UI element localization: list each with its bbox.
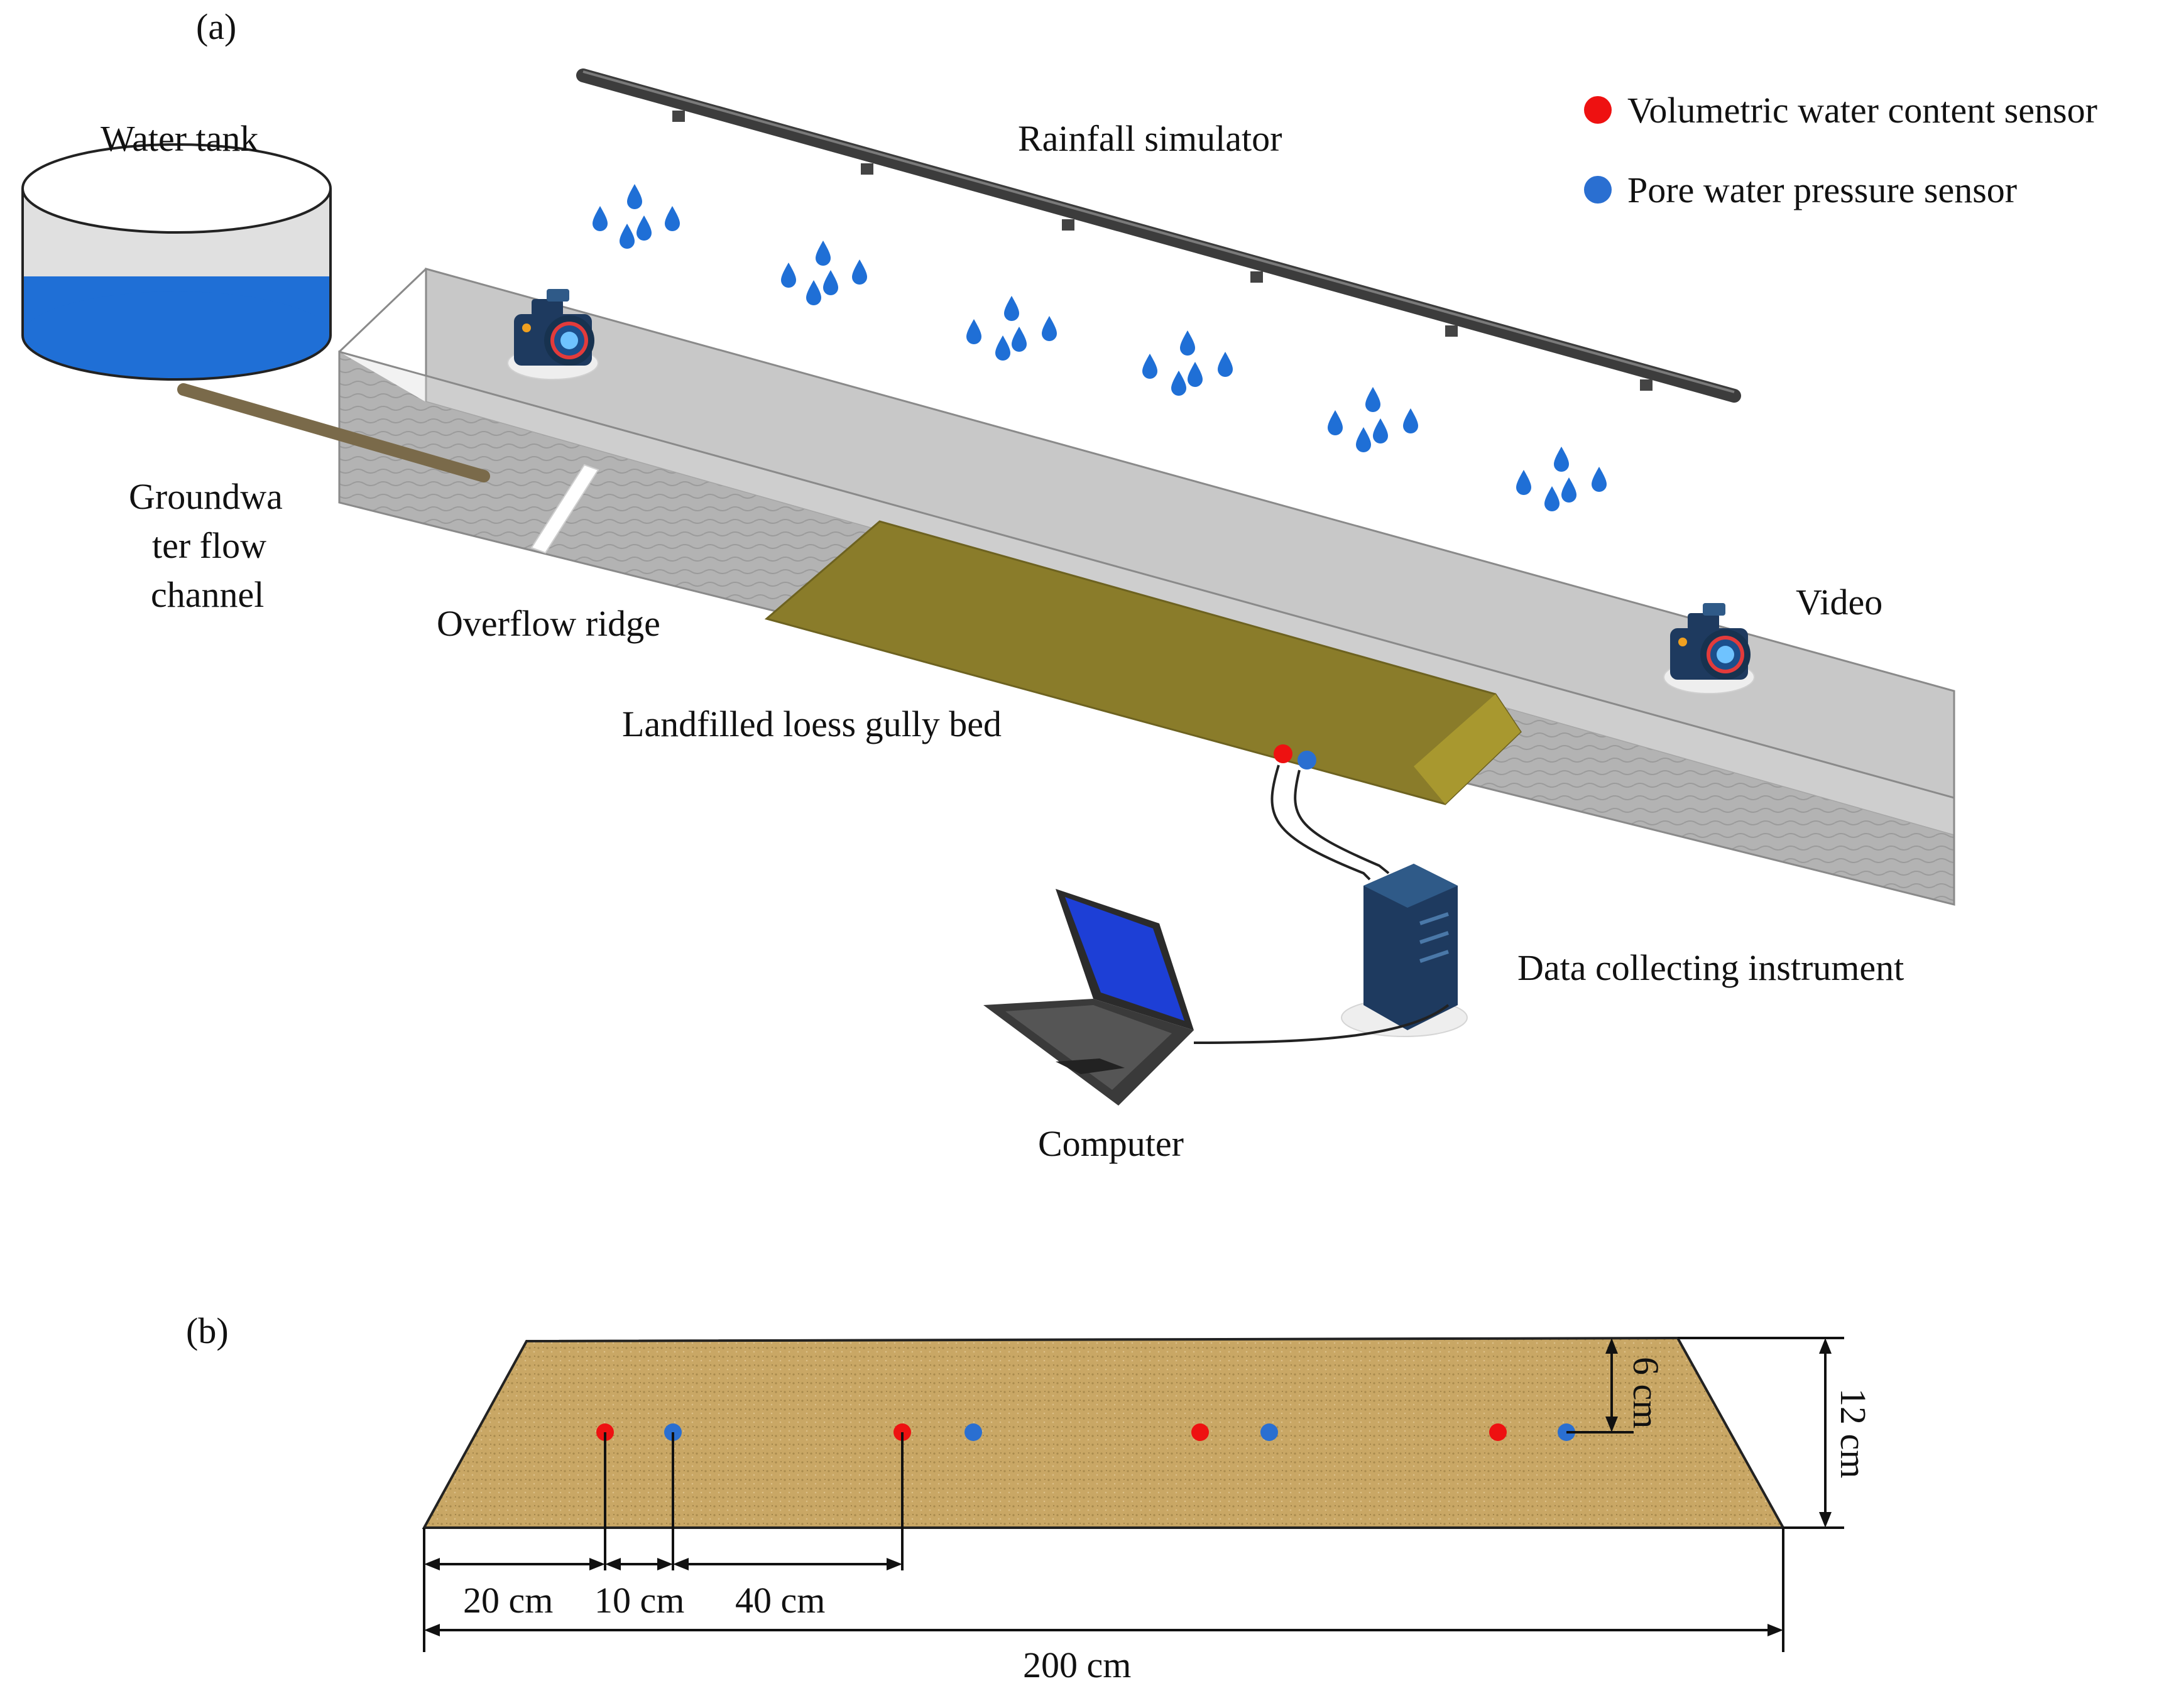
sensor-row: [596, 1423, 1575, 1441]
gully-bed-label: Landfilled loess gully bed: [622, 704, 1002, 744]
groundwater-label-2: ter flow: [152, 525, 266, 566]
dim-12-label: 12 cm: [1833, 1388, 1874, 1478]
groundwater-label-3: channel: [151, 574, 264, 615]
groundwater-pipe: [177, 383, 490, 482]
legend-vwc-marker: [1584, 96, 1612, 124]
dimension-lines: [423, 1337, 1844, 1652]
groundwater-label-1: Groundwa: [129, 476, 283, 517]
data-instrument-label: Data collecting instrument: [1517, 947, 1904, 988]
rainfall-simulator-label: Rainfall simulator: [1018, 118, 1282, 159]
vwc-sensor: [1489, 1423, 1507, 1441]
legend-vwc-label: Volumetric water content sensor: [1627, 90, 2097, 131]
vwc-sensor: [1191, 1423, 1209, 1441]
panel-b-label: (b): [186, 1310, 229, 1351]
dim-10-label: 10 cm: [594, 1580, 684, 1621]
overflow-ridge: [530, 464, 599, 554]
legend: Volumetric water content sensor Pore wat…: [1584, 90, 2097, 210]
overflow-ridge-label: Overflow ridge: [437, 603, 660, 644]
pwp-sensor: [1298, 751, 1316, 770]
dim-20-label: 20 cm: [463, 1580, 553, 1621]
flume: [338, 268, 1955, 906]
dim-200-label: 200 cm: [1023, 1645, 1131, 1685]
panel-a-label: (a): [196, 6, 236, 47]
pwp-sensor: [1260, 1423, 1278, 1441]
water-tank-icon: [21, 143, 332, 381]
laptop-icon: [983, 889, 1194, 1106]
computer-label: Computer: [1038, 1123, 1184, 1164]
rainfall-pipe: [576, 68, 1741, 403]
server-icon: [1341, 864, 1468, 1037]
dim-6-label: 6 cm: [1625, 1357, 1666, 1428]
water-tank-label: Water tank: [101, 118, 258, 159]
pwp-sensor: [964, 1423, 982, 1441]
video-label: Video: [1796, 582, 1882, 623]
dimension-arrows: [424, 1338, 1832, 1636]
dim-40-label: 40 cm: [735, 1580, 825, 1621]
vwc-sensor: [1274, 744, 1292, 763]
legend-pwp-marker: [1584, 176, 1612, 204]
legend-pwp-label: Pore water pressure sensor: [1627, 170, 2017, 210]
